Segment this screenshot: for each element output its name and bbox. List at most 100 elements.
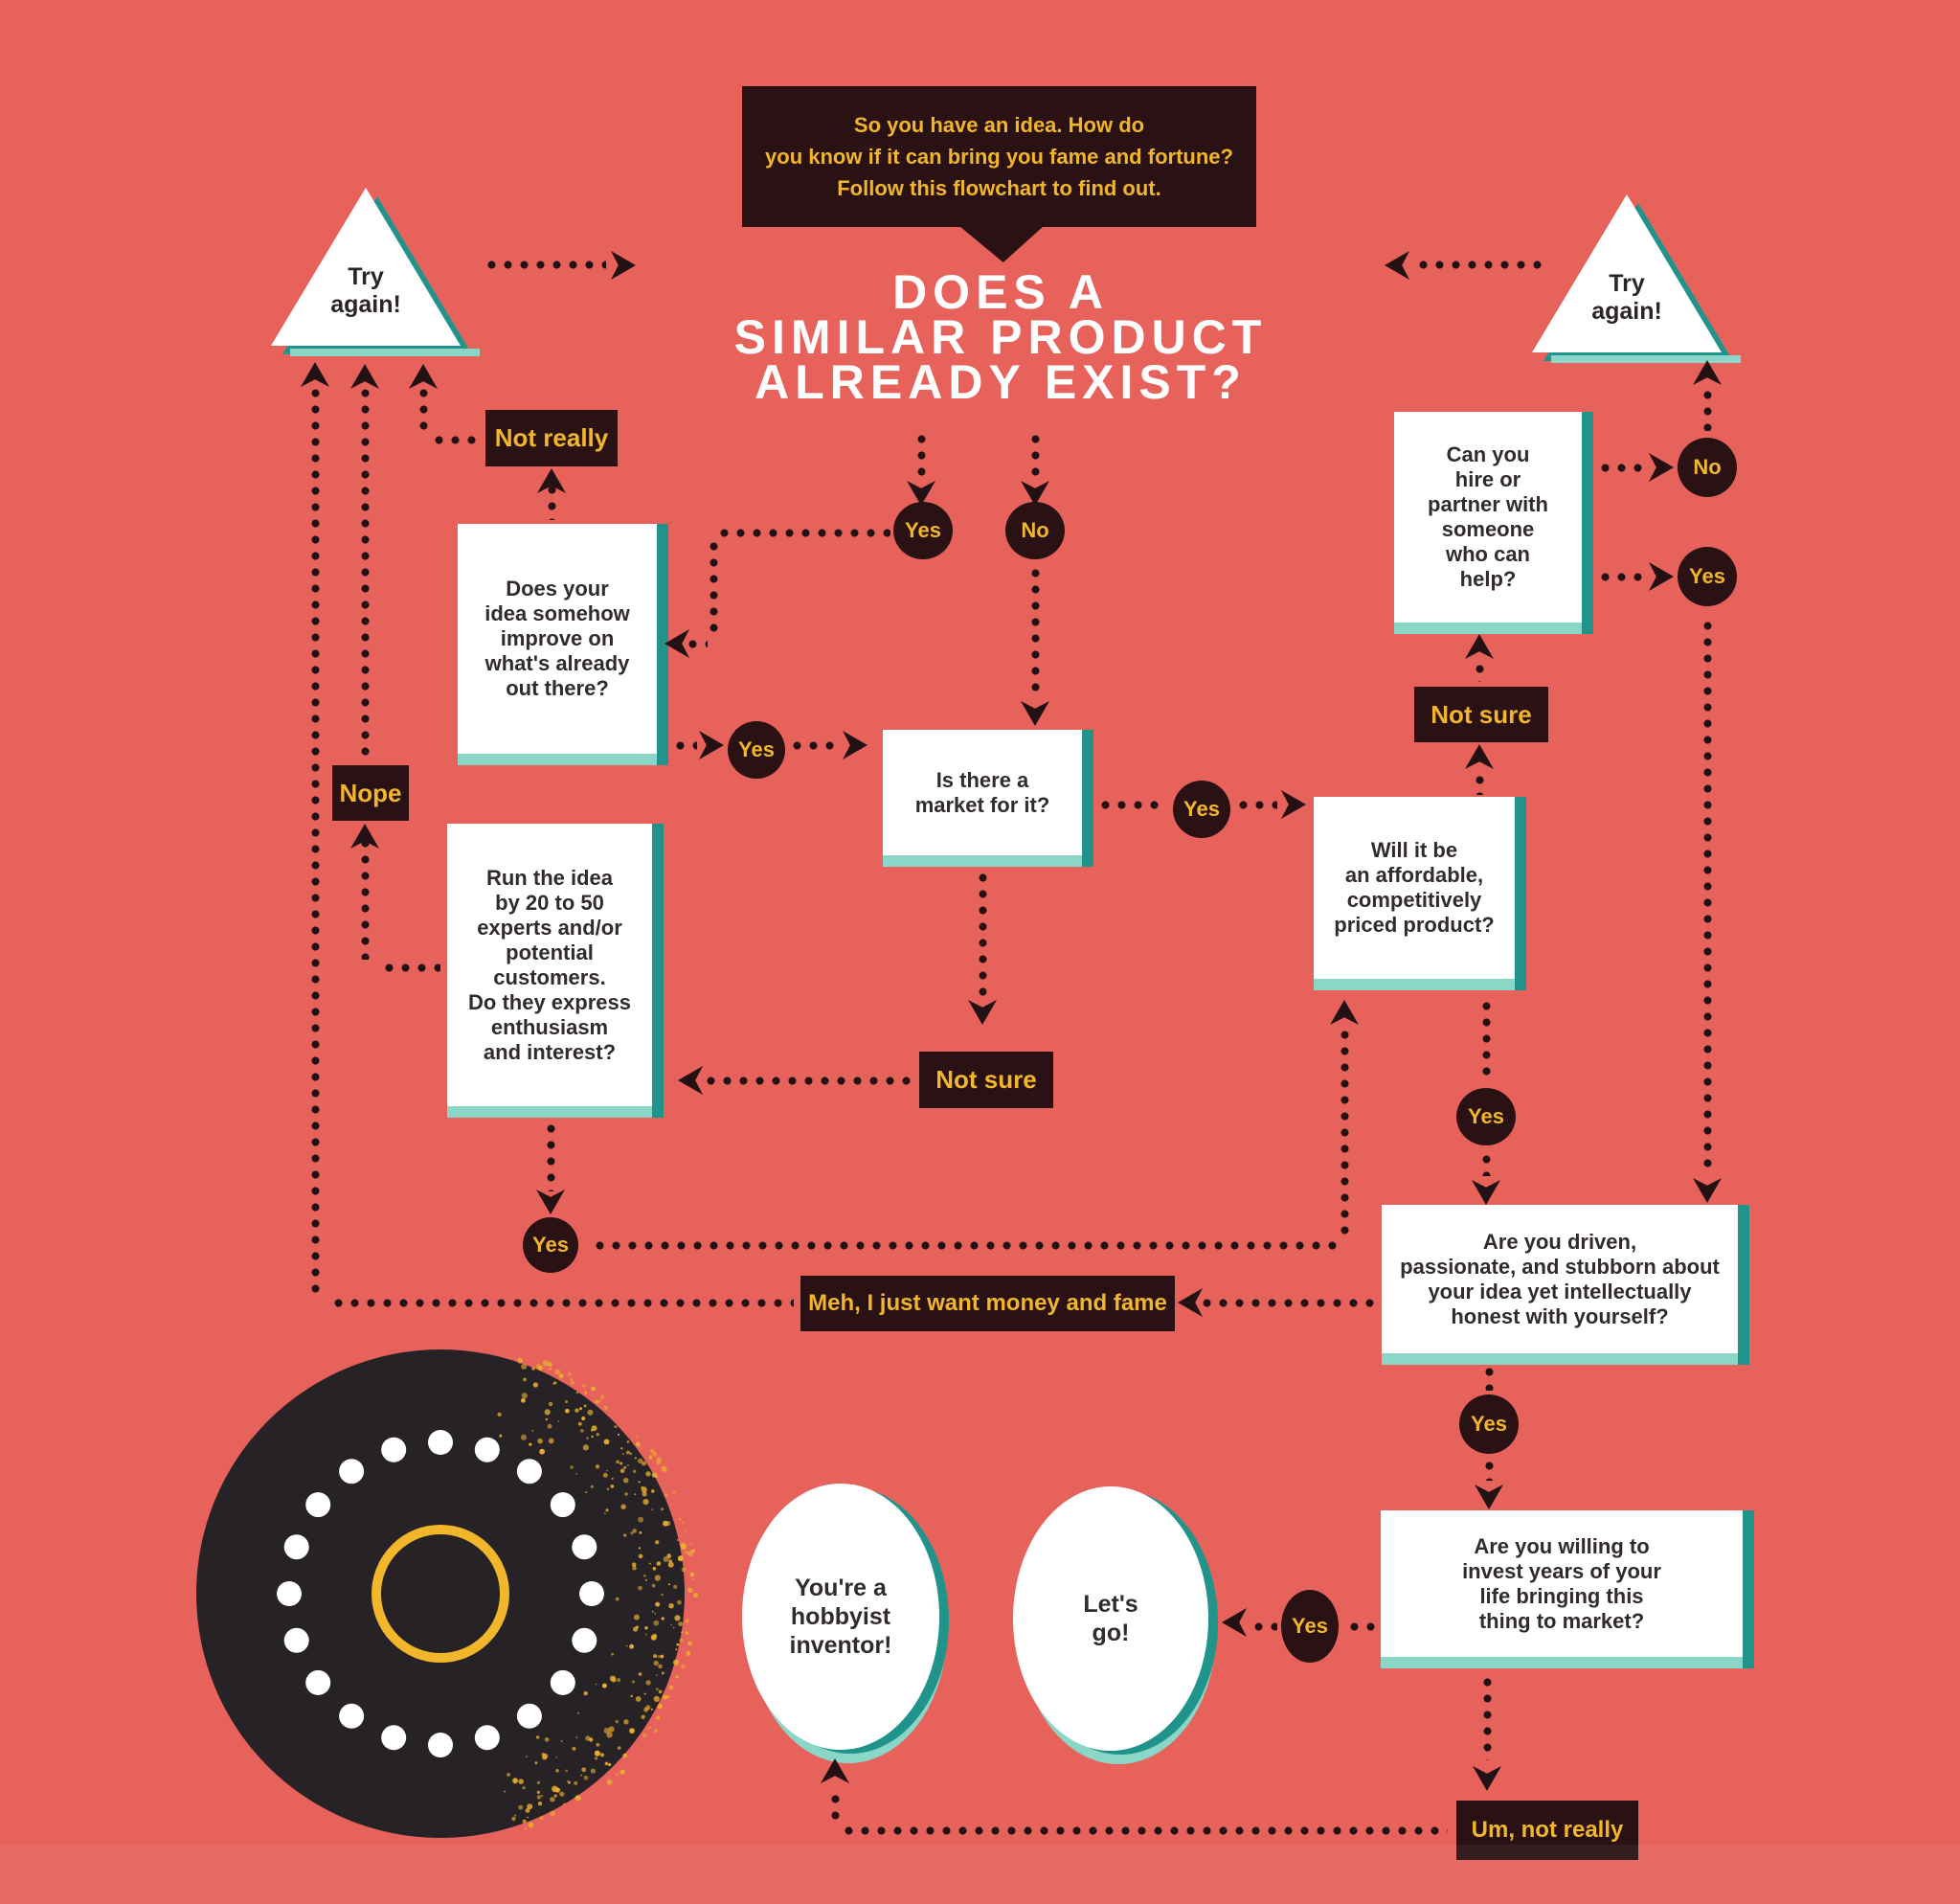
arrowhead — [1021, 481, 1049, 506]
connector — [484, 261, 606, 269]
connector — [1346, 1622, 1377, 1631]
decision-driven-yes: Yes — [1459, 1394, 1519, 1454]
connector — [548, 482, 556, 520]
arrowhead — [843, 731, 867, 759]
connector — [330, 1299, 794, 1307]
question-box-affordable: Will it be an affordable, competitively … — [1314, 797, 1515, 979]
connector — [1482, 1151, 1491, 1176]
arrowhead — [1693, 1178, 1722, 1203]
connector — [361, 835, 370, 960]
connector — [685, 640, 708, 648]
question-box-invest: Are you willing to invest years of your … — [1381, 1510, 1743, 1657]
decision-similar-yes: Yes — [893, 502, 953, 559]
arrowhead — [1472, 1180, 1500, 1205]
arrowhead — [821, 1758, 849, 1783]
connector — [1485, 1458, 1494, 1481]
question-box-driven: Are you driven, passionate, and stubborn… — [1382, 1205, 1738, 1353]
speckle-texture — [497, 1357, 699, 1830]
connector — [1340, 1027, 1349, 1237]
decision-improve-yes: Yes — [728, 721, 785, 779]
title-line-2: SIMILAR PRODUCT — [733, 310, 1268, 364]
arrowhead — [1222, 1608, 1247, 1637]
triangle-face: Try again! — [271, 188, 461, 346]
connector — [1235, 801, 1277, 809]
connector — [917, 431, 926, 479]
connector — [1031, 565, 1040, 699]
connector — [1199, 1299, 1375, 1307]
connector — [1476, 661, 1484, 682]
decision-experts-yes: Yes — [523, 1217, 578, 1273]
page-bottom-band — [0, 1845, 1960, 1904]
wheel-disc — [196, 1349, 685, 1838]
arrowhead — [1465, 634, 1494, 659]
triangle-face: Try again! — [1532, 194, 1722, 352]
connector — [1483, 1674, 1492, 1760]
decision-hire-yes: Yes — [1678, 547, 1737, 606]
connector — [547, 1121, 555, 1191]
try-again-label: Try again! — [330, 263, 401, 318]
intro-bubble: So you have an idea. How do you know if … — [742, 86, 1256, 227]
connector — [1482, 998, 1491, 1082]
title-line-1: DOES A — [892, 265, 1109, 319]
label-not-really: Not really — [485, 410, 618, 466]
label-um-not-really: Um, not really — [1456, 1801, 1638, 1860]
try-again-triangle-right: Try again! — [1532, 194, 1745, 369]
label-not-sure-market: Not sure — [919, 1052, 1053, 1108]
decision-invest-yes: Yes — [1281, 1590, 1339, 1663]
connector — [789, 741, 841, 750]
connector — [592, 1241, 1339, 1250]
decision-affordable-yes: Yes — [1456, 1088, 1516, 1145]
endpoint-lets-go: Let's go! — [1013, 1486, 1208, 1751]
decision-similar-no: No — [1005, 502, 1065, 559]
connector — [431, 436, 479, 444]
arrowhead — [1465, 744, 1494, 769]
arrowhead — [1649, 562, 1674, 591]
arrowhead — [301, 362, 329, 387]
connector — [1250, 1622, 1277, 1631]
title-line-3: ALREADY EXIST? — [755, 355, 1247, 409]
connector — [841, 1826, 1448, 1835]
connector — [419, 385, 428, 431]
connector — [716, 529, 890, 537]
arrowhead — [699, 731, 724, 759]
decision-market-yes: Yes — [1173, 781, 1230, 838]
connector — [1703, 387, 1712, 431]
wheel-illustration — [196, 1349, 699, 1838]
question-box-experts: Run the idea by 20 to 50 experts and/or … — [447, 824, 652, 1106]
arrowhead — [968, 1000, 997, 1025]
arrowhead — [1330, 1000, 1359, 1025]
connector — [1031, 431, 1040, 479]
arrowhead — [1281, 790, 1306, 819]
triangle-base-edge — [290, 349, 480, 356]
connector — [1597, 464, 1645, 472]
wheel-dot-ring — [277, 1430, 604, 1757]
connector — [1597, 573, 1645, 581]
label-meh-money-fame: Meh, I just want money and fame — [800, 1276, 1175, 1331]
endpoint-hobbyist: You're a hobbyist inventor! — [742, 1484, 939, 1750]
connector — [831, 1791, 840, 1825]
connector — [311, 385, 320, 1295]
connector — [1097, 801, 1160, 809]
question-box-market: Is there a market for it? — [883, 730, 1082, 855]
try-again-label: Try again! — [1591, 270, 1662, 325]
connector — [703, 1077, 913, 1085]
decision-hire-no: No — [1678, 438, 1737, 497]
arrowhead — [536, 1190, 565, 1214]
connector — [1476, 772, 1484, 795]
flowchart-title: DOES A SIMILAR PRODUCT ALREADY EXIST? — [522, 265, 1479, 409]
connector — [979, 870, 987, 1000]
question-box-hire: Can you hire or partner with someone who… — [1394, 412, 1582, 623]
intro-bubble-tail — [959, 226, 1044, 262]
arrowhead — [907, 481, 935, 506]
try-again-triangle-left: Try again! — [271, 188, 484, 362]
arrowhead — [1473, 1766, 1501, 1791]
connector — [672, 741, 697, 750]
arrowhead — [678, 1066, 703, 1095]
connector — [361, 385, 370, 760]
question-box-improve: Does your idea somehow improve on what's… — [458, 524, 657, 754]
connector — [1415, 261, 1542, 269]
connector — [1485, 1364, 1494, 1391]
arrowhead — [1475, 1485, 1503, 1509]
label-not-sure-price: Not sure — [1414, 687, 1548, 742]
